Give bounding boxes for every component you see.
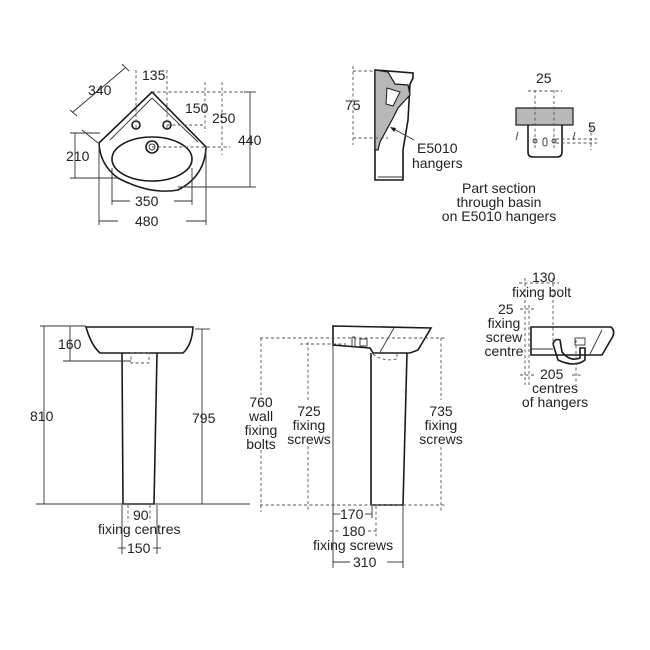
centres-of-hangers-label: centres of hangers: [515, 381, 595, 409]
dim-160: 160: [58, 336, 82, 352]
screws-right-label-1: fixing: [424, 417, 458, 433]
wall-fixing-bolts-label: 760 wall fixing bolts: [243, 395, 279, 451]
dim-170: 170: [340, 506, 364, 522]
fixing-screws-180-label: fixing screws: [313, 537, 394, 553]
hanger-callout: E5010 hangers: [412, 141, 463, 171]
dim-90: 90: [133, 507, 149, 523]
dim-440: 440: [238, 132, 262, 148]
dim-150: 150: [185, 100, 209, 116]
screws-right-label-2: screws: [419, 431, 463, 447]
fixing-screw-centre-label: fixing screw centre: [481, 316, 527, 358]
screw-label-3: centre: [484, 343, 524, 359]
dim-725: 725: [297, 403, 321, 419]
fixing-screws-left-label: 725 fixing screws: [286, 404, 332, 446]
corner-basin-plan-drawing: [69, 63, 256, 225]
dim-340: 340: [88, 82, 112, 98]
dim-130: 130: [532, 269, 556, 285]
dim-250: 250: [212, 110, 236, 126]
pedestal-side-drawing: [260, 325, 446, 568]
dim-75: 75: [345, 97, 361, 113]
dim-25-screw: 25: [498, 301, 514, 317]
section-caption-line3: on E5010 hangers: [441, 208, 557, 224]
screw-label-2: screw: [485, 329, 523, 345]
section-caption: Part section through basin on E5010 hang…: [434, 181, 564, 223]
hanger-detail-drawing: [515, 90, 597, 158]
dim-735: 735: [429, 403, 453, 419]
hangers-label-2: of hangers: [521, 394, 589, 410]
section-caption-line2: through basin: [456, 194, 542, 210]
fixing-centres-label: fixing centres: [98, 521, 181, 537]
fixing-screws-right-label: 735 fixing screws: [418, 404, 464, 446]
screws-left-label-1: fixing: [292, 417, 326, 433]
pedestal-front-drawing: [36, 325, 250, 554]
dim-205: 205: [540, 366, 564, 382]
dim-210: 210: [66, 148, 90, 164]
dim-180: 180: [342, 523, 366, 539]
dim-135: 135: [142, 67, 166, 83]
dim-25-hanger: 25: [536, 70, 552, 86]
screw-label-1: fixing: [487, 315, 521, 331]
hanger-callout-line1: E5010: [417, 140, 458, 156]
dim-810: 810: [30, 408, 54, 424]
wall-bolts-label-1: wall: [248, 408, 274, 424]
hanger-callout-line2: hangers: [412, 155, 463, 171]
dim-150-base: 150: [127, 540, 151, 556]
dim-310: 310: [353, 554, 377, 570]
dim-350: 350: [135, 193, 159, 209]
wall-fixing-detail-drawing: [519, 278, 615, 385]
dim-480: 480: [135, 213, 159, 229]
dim-760: 760: [249, 394, 273, 410]
fixing-bolt-label: fixing bolt: [512, 284, 572, 300]
wall-bolts-label-2: fixing: [244, 422, 278, 438]
dim-795: 795: [192, 410, 216, 426]
hangers-label-1: centres: [532, 380, 578, 396]
screws-left-label-2: screws: [287, 431, 331, 447]
hanger-section-drawing: [352, 66, 415, 181]
section-caption-line1: Part section: [462, 180, 536, 196]
wall-bolts-label-3: bolts: [246, 436, 276, 452]
dim-5: 5: [588, 119, 596, 135]
